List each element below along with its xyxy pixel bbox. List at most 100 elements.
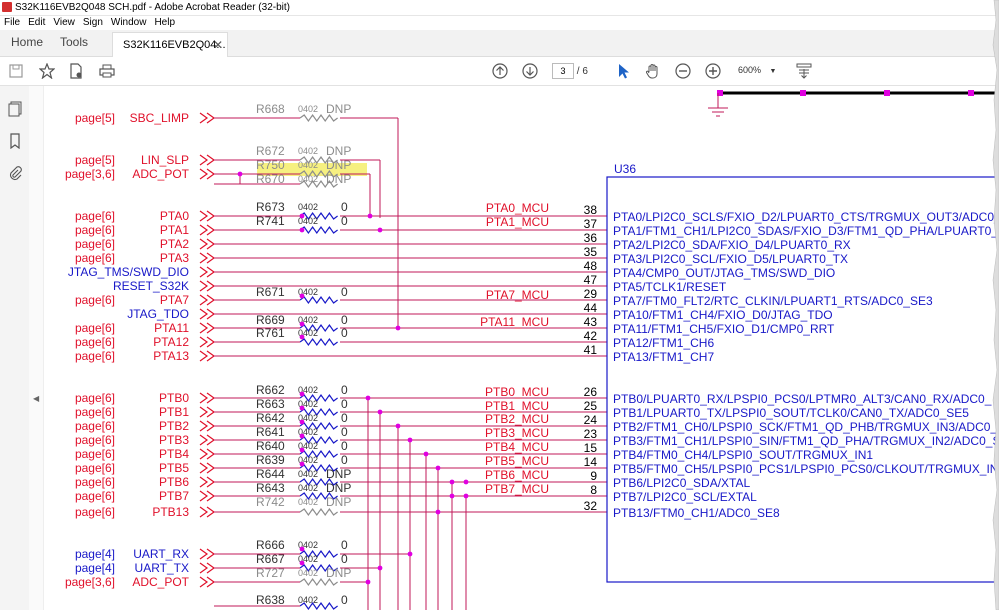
print-icon[interactable] bbox=[97, 61, 117, 81]
offpage-arrow-icon bbox=[199, 210, 216, 222]
pin-number: 36 bbox=[584, 231, 598, 245]
previous-page-icon[interactable] bbox=[490, 61, 510, 81]
offpage-arrow-icon bbox=[199, 308, 216, 320]
toolbar: / 6 bbox=[0, 57, 999, 86]
bus-node bbox=[800, 90, 806, 96]
page-ref-label: page[6] bbox=[75, 461, 115, 475]
junction-dot bbox=[395, 325, 401, 331]
pin-name: PTB4/FTM0_CH4/LPSPI0_SOUT/TRGMUX_IN1 bbox=[613, 448, 873, 462]
resistor-value: 0 bbox=[341, 593, 348, 607]
resistor-value: 0 bbox=[341, 439, 348, 453]
share-file-icon[interactable] bbox=[66, 61, 86, 81]
bookmark-star-icon[interactable] bbox=[37, 61, 57, 81]
offpage-arrow-icon bbox=[199, 420, 216, 432]
offpage-arrow-icon bbox=[199, 506, 216, 518]
collapse-sidebar-icon[interactable]: ◀ bbox=[33, 394, 40, 403]
signal-label: PTA12 bbox=[153, 335, 189, 349]
zoom-dropdown[interactable]: 600% ▼ bbox=[738, 63, 780, 77]
tab-tools[interactable]: Tools bbox=[60, 35, 89, 49]
menu-help[interactable]: Help bbox=[154, 17, 176, 28]
tab-document[interactable]: S32K116EVB2Q04... ✕ bbox=[112, 32, 228, 57]
pin-name: PTA5/TCLK1/RESET bbox=[613, 280, 727, 294]
resistor-value: 0 bbox=[341, 383, 348, 397]
resistor-ref: R761 bbox=[256, 326, 285, 340]
menu-sign[interactable]: Sign bbox=[82, 17, 103, 28]
select-cursor-icon[interactable] bbox=[614, 61, 634, 81]
pin-number: 14 bbox=[584, 455, 598, 469]
junction-dot bbox=[299, 334, 305, 340]
next-page-icon[interactable] bbox=[520, 61, 540, 81]
close-tab-icon[interactable]: ✕ bbox=[213, 38, 224, 52]
page-ref-label: page[6] bbox=[75, 405, 115, 419]
page-number-input[interactable] bbox=[552, 63, 574, 79]
resistor-package: 0402 bbox=[298, 385, 318, 395]
resistor-package: 0402 bbox=[298, 455, 318, 465]
page-separator: / bbox=[576, 66, 580, 77]
junction-dot bbox=[299, 321, 305, 327]
page-thumbnails-icon[interactable] bbox=[6, 100, 24, 118]
offpage-arrow-icon bbox=[199, 562, 216, 574]
page-ref-label: page[4] bbox=[75, 547, 115, 561]
resistor-package: 0402 bbox=[298, 104, 318, 114]
left-sidebar bbox=[0, 86, 30, 610]
fit-page-icon[interactable] bbox=[794, 61, 814, 81]
resistor-symbol bbox=[299, 393, 338, 403]
resistor-symbol bbox=[299, 577, 338, 587]
menu-file[interactable]: File bbox=[4, 17, 21, 28]
tab-home[interactable]: Home bbox=[11, 35, 44, 49]
net-label: PTB7_MCU bbox=[485, 482, 549, 496]
signal-label: PTA1 bbox=[160, 223, 189, 237]
pin-name: PTA1/FTM1_CH1/LPI2C0_SDAS/FXIO_D3/FTM1_Q… bbox=[613, 224, 998, 238]
pin-name: PTB1/LPUART0_TX/LPSPI0_SOUT/TCLK0/CAN0_T… bbox=[613, 406, 969, 420]
resistor-value: DNP bbox=[326, 467, 351, 481]
resistor-package: 0402 bbox=[298, 399, 318, 409]
junction-dot bbox=[299, 447, 305, 453]
pin-name: PTA0/LPI2C0_SCLS/FXIO_D2/LPUART0_CTS/TRG… bbox=[613, 210, 999, 224]
zoom-out-icon[interactable] bbox=[673, 61, 693, 81]
chevron-down-icon: ▼ bbox=[769, 68, 777, 75]
junction-dot bbox=[463, 493, 469, 499]
hand-tool-icon[interactable] bbox=[643, 61, 663, 81]
junction-dot bbox=[449, 479, 455, 485]
menu-edit[interactable]: Edit bbox=[28, 17, 46, 28]
net-label: PTB3_MCU bbox=[485, 426, 549, 440]
resistor-ref: R727 bbox=[256, 566, 285, 580]
junction-dot bbox=[423, 451, 429, 457]
resistor-value: 0 bbox=[341, 425, 348, 439]
signal-label: UART_TX bbox=[135, 561, 189, 575]
net-label: PTA11_MCU bbox=[480, 315, 549, 329]
resistor-value: 0 bbox=[341, 411, 348, 425]
resistor-package: 0402 bbox=[298, 413, 318, 423]
resistor-package: 0402 bbox=[298, 483, 318, 493]
bookmarks-icon[interactable] bbox=[6, 132, 24, 150]
junction-dot bbox=[407, 437, 413, 443]
resistor-symbol bbox=[299, 155, 338, 165]
save-icon[interactable] bbox=[6, 61, 26, 81]
menu-view[interactable]: View bbox=[53, 17, 75, 28]
junction-dot bbox=[299, 227, 305, 233]
resistor-ref: R669 bbox=[256, 313, 285, 327]
resistor-package: 0402 bbox=[298, 469, 318, 479]
page-total: 6 bbox=[582, 66, 588, 77]
tab-document-label: S32K116EVB2Q04... bbox=[123, 39, 226, 51]
offpage-arrow-icon bbox=[199, 448, 216, 460]
resistor-value: DNP bbox=[326, 102, 351, 116]
resistor-value: 0 bbox=[341, 200, 348, 214]
signal-label: PTB1 bbox=[159, 405, 189, 419]
resistor-symbol bbox=[299, 295, 338, 305]
resistor-ref: R638 bbox=[256, 593, 285, 607]
menu-bar: File Edit View Sign Window Help bbox=[0, 15, 999, 30]
resistor-ref: R668 bbox=[256, 102, 285, 116]
sidebar-splitter[interactable] bbox=[29, 86, 44, 610]
page-ref-label: page[3,6] bbox=[65, 575, 115, 589]
page-ref-label: page[6] bbox=[75, 349, 115, 363]
pin-name: PTB2/FTM1_CH0/LPSPI0_SCK/FTM1_QD_PHB/TRG… bbox=[613, 420, 997, 434]
zoom-in-icon[interactable] bbox=[703, 61, 723, 81]
attachments-icon[interactable] bbox=[6, 164, 24, 182]
resistor-package: 0402 bbox=[298, 315, 318, 325]
signal-label: JTAG_TMS/SWD_DIO bbox=[68, 265, 189, 279]
menu-window[interactable]: Window bbox=[110, 17, 147, 28]
signal-label: PTB0 bbox=[159, 391, 189, 405]
pin-number: 25 bbox=[584, 399, 598, 413]
